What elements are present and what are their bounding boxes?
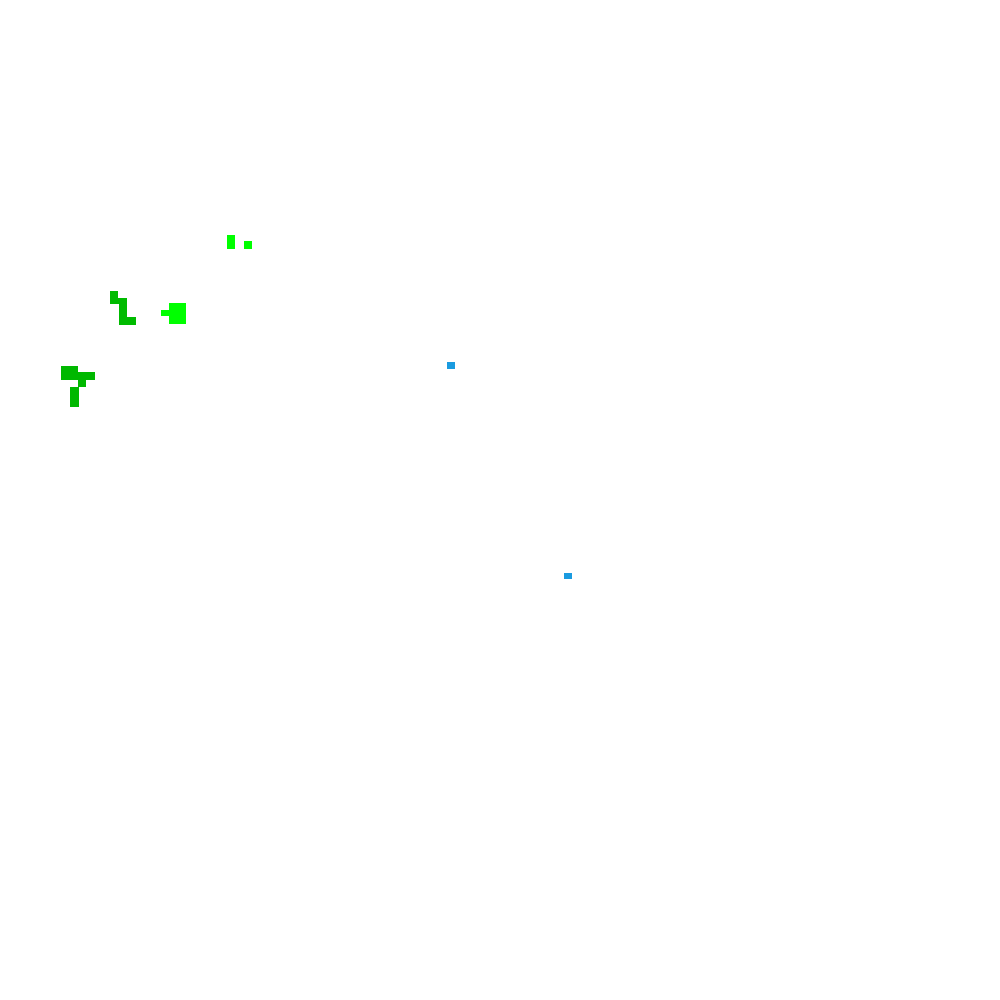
green-l-shape xyxy=(110,291,136,325)
blue-dot-lower xyxy=(564,573,572,579)
bright-green-block xyxy=(161,303,186,324)
bright-green-block-pixel xyxy=(169,303,186,324)
green-t-shape-pixel xyxy=(61,366,78,374)
blue-dot-upper-pixel xyxy=(447,362,455,369)
bright-green-block-pixel xyxy=(161,310,171,316)
green-l-shape-pixel xyxy=(110,291,118,303)
green-l-shape-pixel xyxy=(119,317,136,325)
blue-dot-upper xyxy=(447,362,455,369)
bright-green-pair-pixel xyxy=(227,235,235,249)
green-l-shape-pixel xyxy=(119,298,127,324)
blue-dot-lower-pixel xyxy=(564,573,572,579)
cluster-layer xyxy=(61,235,572,579)
green-l-shape-pixel xyxy=(110,298,126,304)
bright-green-pair-pixel xyxy=(244,241,252,249)
green-t-shape-pixel xyxy=(78,378,86,387)
green-t-shape xyxy=(61,366,95,407)
green-t-shape-pixel xyxy=(61,372,95,380)
bright-green-pair xyxy=(227,235,252,249)
green-t-shape-pixel xyxy=(70,387,79,407)
